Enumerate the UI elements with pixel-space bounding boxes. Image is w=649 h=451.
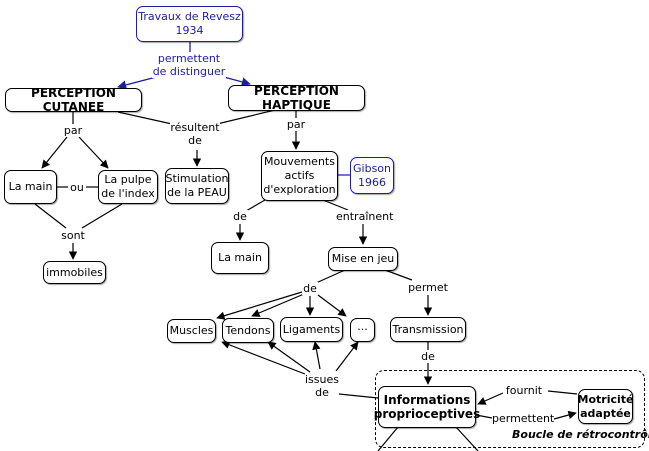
- link-de-muscles: [216, 291, 303, 320]
- node-stimulation-peau: Stimulation de la PEAU: [165, 168, 229, 204]
- link-issues-muscles: [221, 340, 306, 375]
- link-cutanee-resultent: [117, 111, 173, 125]
- link-issues-etc: [335, 341, 359, 372]
- node-perception-haptique: PERCEPTION HAPTIQUE: [228, 84, 365, 112]
- node-immobiles: immobiles: [43, 261, 106, 284]
- node-cutanee-main: La main: [4, 170, 57, 204]
- node-etc: ···: [350, 318, 375, 342]
- label-ou: ou: [68, 181, 86, 194]
- label-par-haptique: par: [286, 118, 306, 131]
- feedback-loop-title: Boucle de rétrocontrôle: [512, 428, 649, 441]
- label-de-mise: de: [302, 282, 318, 295]
- link-main-sont: [34, 203, 67, 229]
- label-permettent-de-distinguer: permettent de distinguer: [152, 52, 226, 78]
- label-permet: permet: [408, 281, 448, 294]
- node-gibson: Gibson 1966: [350, 157, 394, 194]
- node-transmission: Transmission: [390, 317, 466, 342]
- node-muscles: Muscles: [167, 319, 216, 343]
- link-pulpe-sont: [81, 203, 123, 229]
- label-de-transmission: de: [420, 350, 436, 363]
- label-permettent-motricite: permettent: [492, 412, 555, 425]
- link-mouvements-de: [245, 199, 266, 212]
- label-resultent-de: résultent de: [170, 121, 220, 147]
- node-ligaments: Ligaments: [280, 317, 343, 342]
- link-fournit-informations: [477, 392, 504, 405]
- node-mise-en-jeu: Mise en jeu: [328, 247, 398, 271]
- label-entrainent: entraînent: [336, 210, 394, 223]
- link-issues-tendons: [267, 341, 311, 373]
- link-de-etc: [317, 294, 347, 317]
- label-de-mouvements: de: [232, 210, 248, 223]
- link-permettent-motricite: [553, 410, 577, 420]
- link-mouvements-entrainent: [322, 199, 349, 211]
- link-par-main: [41, 136, 68, 169]
- node-haptique-main: La main: [211, 242, 269, 274]
- node-informations-proprioceptives: Informations proprioceptives: [374, 386, 480, 428]
- link-mise-de: [315, 269, 346, 284]
- node-revesz: Travaux de Revesz 1934: [136, 6, 243, 42]
- label-sont: sont: [60, 229, 86, 242]
- feedback-loop-box: [375, 370, 645, 448]
- link-par-pulpe: [78, 136, 109, 169]
- link-informations-issues: [338, 393, 379, 399]
- node-mouvements: Mouvements actifs d'exploration: [261, 151, 338, 201]
- node-pulpe-index: La pulpe de l'index: [98, 170, 158, 204]
- node-tendons: Tendons: [222, 318, 274, 343]
- label-issues-de: issues de: [305, 373, 339, 399]
- link-informations-permettent: [475, 414, 493, 419]
- link-haptique-resultent: [216, 109, 276, 125]
- label-fournit: fournit: [503, 384, 545, 397]
- label-par-cutanee: par: [63, 124, 83, 137]
- node-perception-cutanee: PERCEPTION CUTANEE: [5, 86, 142, 114]
- link-issues-ligaments: [312, 341, 321, 370]
- node-motricite-adaptee: Motricité adaptée: [578, 389, 633, 424]
- link-mise-permet: [384, 269, 413, 281]
- link-motricite-fournit: [547, 390, 578, 395]
- link-de-tendons: [251, 293, 305, 317]
